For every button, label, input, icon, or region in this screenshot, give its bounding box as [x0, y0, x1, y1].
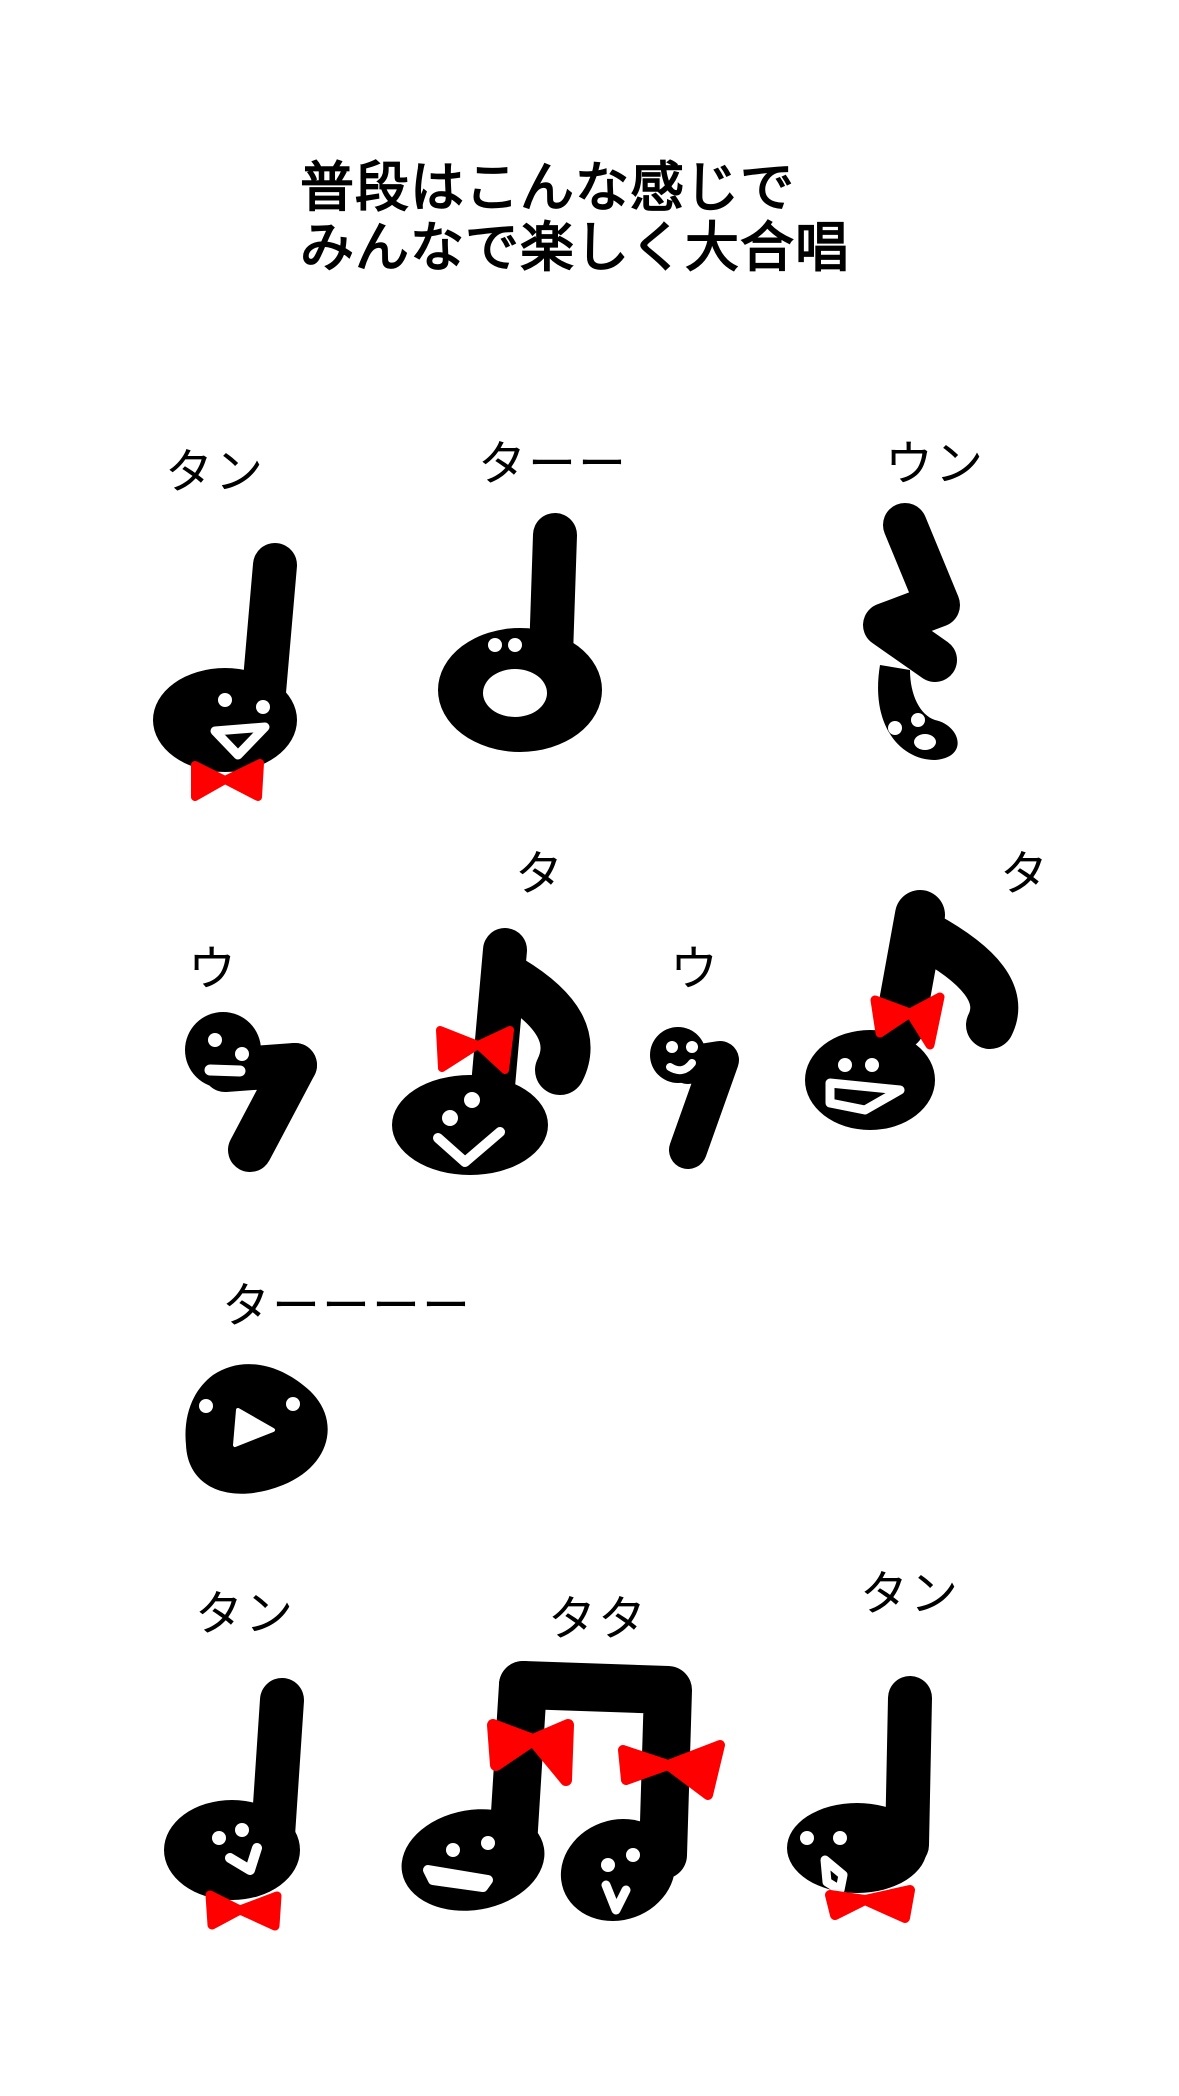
- label-tata: タタ: [548, 1591, 649, 1647]
- label-un: ウン: [885, 436, 986, 492]
- eighth-note-character-icon: [370, 920, 591, 1185]
- quarter-rest-character-icon: [840, 495, 980, 775]
- eighth-rest-character-icon-small: [648, 1025, 748, 1169]
- label-tan-2: タン: [195, 1586, 296, 1642]
- title-line-1: 普段はこんな感じで: [300, 156, 795, 219]
- quarter-note-character-icon: [150, 535, 310, 801]
- page-title: 普段はこんな感じで みんなで楽しく大合唱: [300, 158, 850, 278]
- quarter-note-character-icon-2: [162, 1670, 312, 1935]
- label-tan-1: タン: [165, 444, 266, 500]
- label-taaaa: ターーーー: [222, 1278, 473, 1334]
- whole-note-character-icon: [183, 1360, 338, 1500]
- label-ta-2: タ: [1000, 846, 1051, 902]
- half-note-character-icon: [435, 505, 605, 752]
- label-taa: ターー: [478, 436, 629, 492]
- label-u-1: ウ: [188, 941, 239, 997]
- eighth-rest-character-icon: [185, 1010, 325, 1172]
- beamed-eighth-notes-character-icon: [398, 1661, 738, 1925]
- eighth-note-character-icon-2: [800, 885, 1020, 1135]
- label-tan-3: タン: [860, 1566, 961, 1622]
- quarter-note-character-icon-3: [785, 1670, 935, 1930]
- title-line-2: みんなで楽しく大合唱: [300, 216, 850, 279]
- label-ta-1: タ: [515, 846, 566, 902]
- label-u-2: ウ: [670, 941, 721, 997]
